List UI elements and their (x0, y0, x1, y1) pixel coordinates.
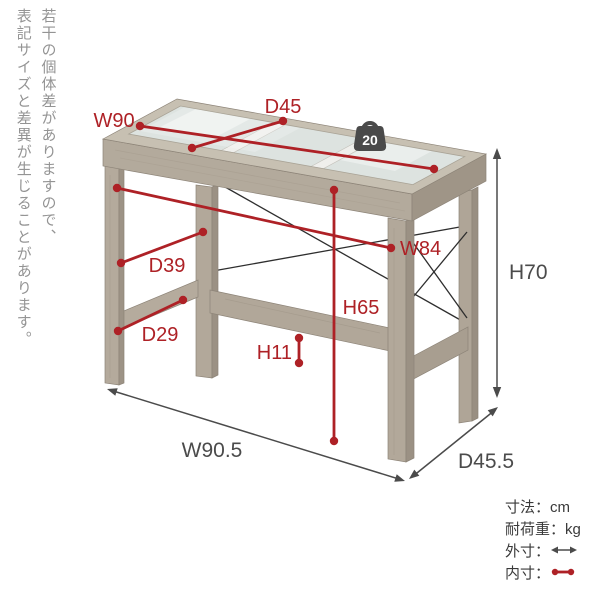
label-w90: W90 (93, 110, 134, 132)
label-d455: D45.5 (458, 450, 514, 473)
dimension-arrow-w905 (107, 388, 405, 482)
legend-size-unit: 寸法：cm (505, 495, 581, 517)
label-h11: H11 (257, 342, 292, 364)
tabletop (101, 98, 488, 222)
inner-dimension-line-icon (551, 568, 575, 576)
legend-outer-dimension: 外寸： (505, 539, 581, 561)
weight-capacity-badge: 20 (353, 121, 387, 151)
legend-inner-dimension: 内寸： (505, 561, 581, 583)
left-side-rail (118, 279, 199, 331)
legend-size-unit-label: 寸法：cm (505, 498, 570, 516)
label-h65: H65 (343, 297, 380, 319)
dimension-line-w90 (135, 121, 439, 174)
dimension-arrow-h70 (492, 148, 502, 398)
dimension-line-h65 (329, 185, 339, 446)
back-right-leg (458, 186, 479, 424)
front-right-leg (387, 216, 415, 463)
outer-dimension-arrow-icon (551, 546, 578, 554)
disclaimer-note: 若干の個体差がありますので、 表記サイズと差異が生じることがあります。 (10, 8, 60, 578)
legend-outer-label: 外寸： (505, 542, 551, 560)
disclaimer-line-1: 若干の個体差がありますので、 (39, 8, 57, 246)
cross-brace-back (212, 182, 472, 327)
label-w905: W90.5 (182, 439, 243, 462)
dimension-line-d39 (116, 227, 208, 268)
front-left-leg (104, 164, 125, 386)
legend-load-unit: 耐荷重：kg (505, 517, 581, 539)
cross-brace-right (403, 229, 468, 319)
disclaimer-line-2: 表記サイズと差異が生じることがあります。 (14, 8, 32, 348)
dimension-line-h11 (294, 333, 304, 368)
dimension-line-w84 (112, 183, 396, 253)
legend-load-unit-label: 耐荷重：kg (505, 520, 581, 538)
label-d29: D29 (142, 324, 179, 346)
dimension-arrow-d455 (409, 407, 498, 479)
back-left-leg (195, 183, 219, 379)
label-d39: D39 (149, 255, 186, 277)
legend-inner-label: 内寸： (505, 564, 551, 582)
label-h70: H70 (509, 261, 548, 284)
dimension-line-d45 (187, 116, 288, 153)
weight-capacity-value: 20 (362, 132, 378, 148)
label-w84: W84 (400, 238, 441, 260)
legend: 寸法：cm 耐荷重：kg 外寸： 内寸： (505, 495, 581, 583)
dimension-line-d29 (113, 295, 188, 336)
label-d45: D45 (265, 96, 302, 118)
